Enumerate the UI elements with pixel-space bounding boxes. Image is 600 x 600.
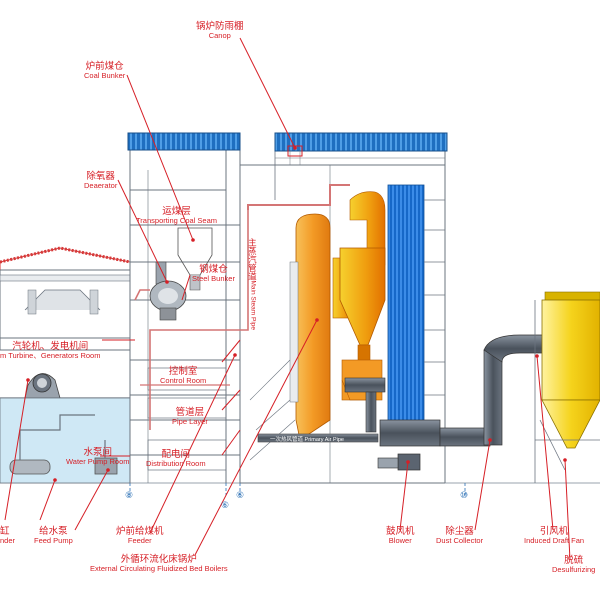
axis-marker-2: ⑥ <box>221 500 230 510</box>
flue-duct <box>344 334 546 471</box>
label-primary-air-pipe: 一次热风管道 Primary Air Pipe <box>270 437 344 443</box>
primary-air-pipe <box>257 433 379 443</box>
label-main-steam-pipe: 主蒸汽管道Main Steam Pipe <box>247 238 258 330</box>
canopy-left <box>127 132 241 151</box>
dust-collector-unit <box>534 291 600 483</box>
leader-lines <box>4 37 571 561</box>
convection-tower <box>387 184 445 436</box>
leader-dots <box>26 146 567 482</box>
axis-marker-1: ⑧ <box>125 490 134 500</box>
axis-marker-3: ⑥ <box>236 490 245 500</box>
canopy-grid <box>275 150 445 165</box>
axis-marker-4: ⑩ <box>460 490 469 500</box>
steel-frame <box>129 149 446 484</box>
axis-lines <box>129 483 466 495</box>
cyclone-separator <box>332 191 386 401</box>
deaerator-tank <box>149 261 187 321</box>
canopy-right <box>274 132 448 152</box>
